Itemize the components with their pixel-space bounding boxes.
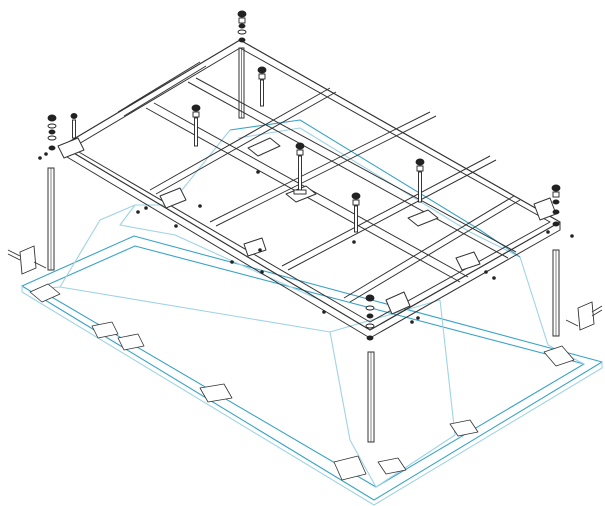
adjustable-foot xyxy=(293,142,307,195)
bathtub xyxy=(21,119,603,506)
tub-inner-back-edge-2 xyxy=(237,127,471,233)
adjustable-feet xyxy=(47,10,561,341)
adjustable-foot xyxy=(191,104,201,147)
tub-bowl-floor-front xyxy=(329,331,377,488)
adjustable-foot xyxy=(47,114,57,151)
frame-depth-bars xyxy=(117,61,521,303)
support-legs xyxy=(47,47,560,443)
rim-pads xyxy=(29,283,575,481)
tub-bowl-top-left xyxy=(119,204,321,301)
support-frame xyxy=(57,39,561,339)
wall-bracket-left xyxy=(7,245,47,275)
frame-mount-plates xyxy=(57,137,557,315)
support-leg-back xyxy=(238,47,245,119)
adjustable-foot xyxy=(257,66,267,107)
adjustable-foot xyxy=(351,192,361,233)
tub-rim-outer xyxy=(21,235,603,501)
frame-inner xyxy=(71,47,551,323)
wall-bracket-right xyxy=(565,301,603,331)
tub-rim-front-edge xyxy=(21,286,603,506)
frame-crossbars xyxy=(145,77,517,283)
screws-and-washers xyxy=(38,152,574,324)
wall-brackets xyxy=(7,245,603,331)
adjustable-foot xyxy=(365,294,375,341)
adjustable-foot xyxy=(237,10,247,43)
support-leg-right xyxy=(552,249,560,337)
adjustable-foot xyxy=(415,158,425,203)
support-leg-left xyxy=(47,167,55,271)
adjustable-foot xyxy=(70,113,78,139)
support-leg-front xyxy=(367,351,375,443)
adjustable-foot xyxy=(551,184,561,227)
